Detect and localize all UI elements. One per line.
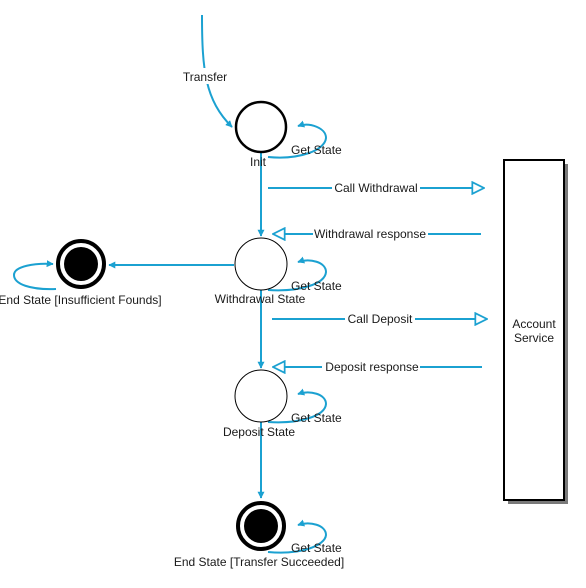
self-loop-label-deposit: Get State — [291, 411, 342, 425]
self-loop-label-init: Get State — [291, 143, 342, 157]
state-end-succeeded — [236, 501, 286, 551]
state-label-end-insufficient: End State [Insufficient Founds] — [0, 293, 162, 307]
self-loop-label-withdrawal: Get State — [291, 279, 342, 293]
state-deposit — [234, 369, 288, 423]
self-loop-init — [267, 120, 328, 159]
service-label-line2: Service — [514, 331, 554, 345]
state-label-deposit: Deposit State — [223, 425, 295, 439]
state-withdrawal — [234, 237, 288, 291]
account-service-box — [503, 159, 565, 501]
msg-label-withdrawal-response: Withdrawal response — [314, 227, 426, 241]
msg-label-call-withdrawal: Call Withdrawal — [334, 181, 417, 195]
self-loop-withdrawal — [267, 256, 328, 292]
edge-label-transfer: Transfer — [183, 70, 227, 84]
state-label-end-succeeded: End State [Transfer Succeeded] — [174, 555, 344, 569]
self-loop-label-end-succeeded: Get State — [291, 541, 342, 555]
state-init — [234, 100, 288, 154]
state-label-withdrawal: Withdrawal State — [215, 292, 306, 306]
self-loop-deposit — [267, 388, 328, 424]
state-label-init: Init — [250, 155, 267, 169]
self-loop-end-insufficient — [12, 260, 57, 291]
msg-label-deposit-response: Deposit response — [325, 360, 419, 374]
state-end-insufficient — [56, 239, 106, 289]
self-loop-end-succeeded — [267, 519, 328, 554]
service-label-line1: Account — [512, 317, 556, 331]
msg-label-call-deposit: Call Deposit — [348, 312, 413, 326]
